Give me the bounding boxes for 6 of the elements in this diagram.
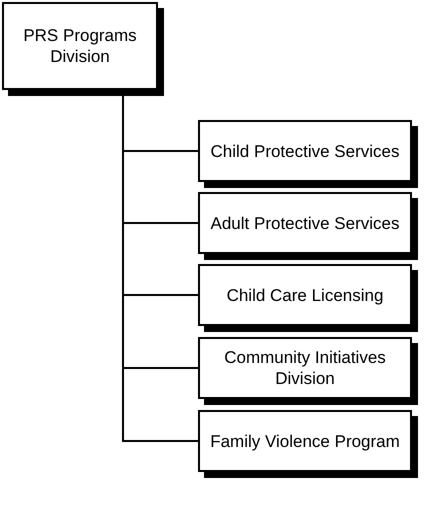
box-label: Family Violence Program xyxy=(210,430,400,452)
box-label: Adult Protective Services xyxy=(210,212,400,234)
box-label: Community Initiatives Division xyxy=(223,347,387,389)
box-label: Child Care Licensing xyxy=(226,284,384,306)
box-label: Child Protective Services xyxy=(210,140,400,162)
box-label: PRS Programs Division xyxy=(22,25,138,67)
